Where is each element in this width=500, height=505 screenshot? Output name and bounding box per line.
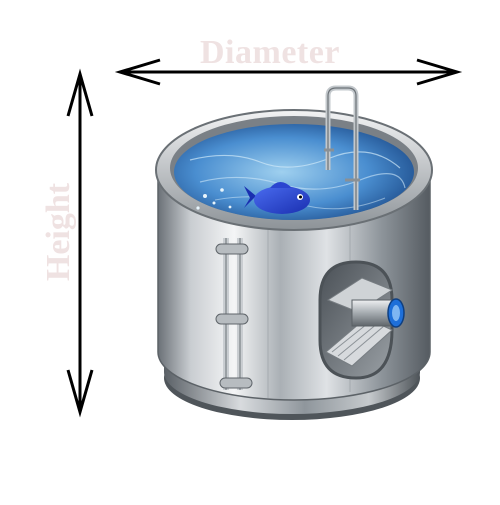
diameter-label: Diameter — [200, 34, 340, 71]
side-rail — [215, 238, 253, 390]
height-label: Height — [40, 182, 77, 282]
fish-icon — [244, 182, 310, 214]
pipe-outlet — [351, 298, 405, 328]
ladder-handle-icon — [324, 85, 360, 210]
height-arrow — [66, 68, 94, 418]
diameter-arrow — [114, 58, 463, 86]
